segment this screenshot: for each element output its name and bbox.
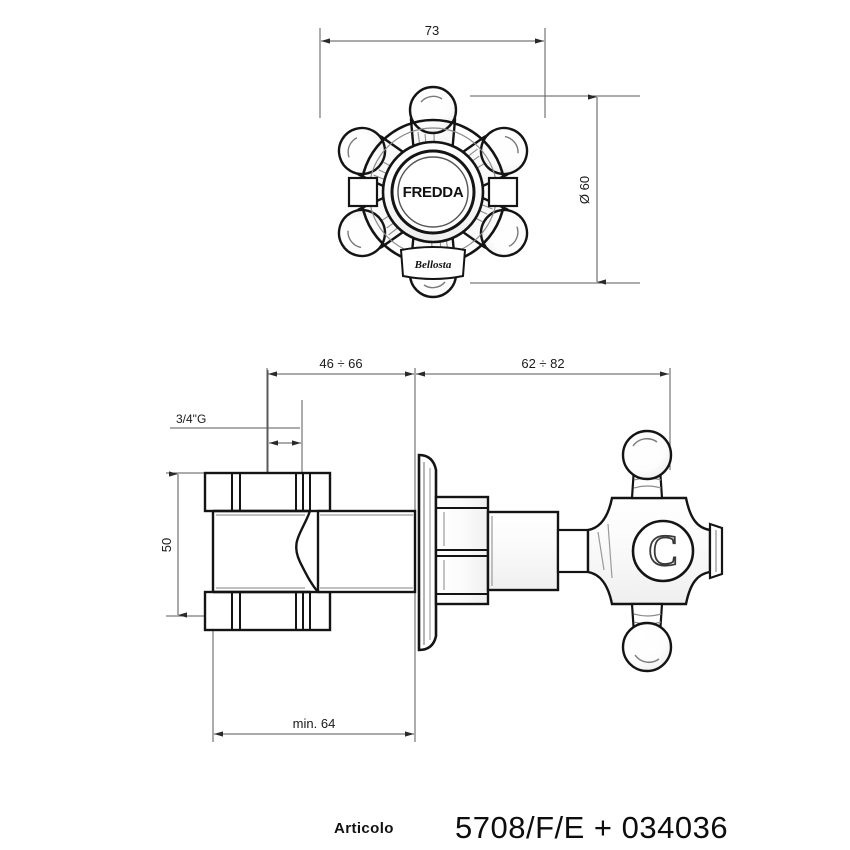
dimension-label-50: 50 (159, 538, 174, 552)
brand-plate: Bellosta (399, 246, 467, 280)
handle-collar-right (487, 176, 519, 208)
valve-taper-profile (295, 510, 319, 593)
valve-barrel (316, 509, 417, 594)
cross-handle-front: FREDDA Bellosta (337, 85, 529, 299)
title-block: Articolo 5708/F/E + 034036 (334, 810, 728, 845)
dimension-thread-callout: 3/4"G (170, 370, 303, 480)
handle-ball-bottom (621, 621, 673, 673)
valve-body-section (203, 471, 417, 632)
dimension-label-73: 73 (425, 23, 439, 38)
index-cap-mark: C (648, 526, 677, 575)
side-view-group: 3/4"G 46 ÷ 66 62 ÷ 82 50 (159, 356, 724, 742)
dimension-label-62-82: 62 ÷ 82 (521, 356, 564, 371)
brand-logo-text: Bellosta (414, 259, 452, 271)
dimension-projection: 62 ÷ 82 (416, 356, 671, 470)
handle-collar-left (347, 176, 379, 208)
top-view-group: 73 Ø 60 (319, 23, 640, 299)
dimension-handle-diameter: Ø 60 (470, 94, 640, 285)
dimension-label-diameter60: Ø 60 (577, 176, 592, 204)
dimension-handle-width: 73 (319, 23, 546, 118)
stem-neck (556, 528, 590, 574)
valve-flange-upper (203, 471, 332, 513)
escutcheon-plate (417, 453, 438, 652)
stem-cylinder (486, 510, 560, 592)
valve-flange-lower (203, 590, 332, 632)
dimension-label-46-66: 46 ÷ 66 (319, 356, 362, 371)
index-cap (631, 519, 695, 583)
dimension-label-thread: 3/4"G (176, 412, 206, 426)
dimension-label-min64: min. 64 (293, 716, 336, 731)
article-code: 5708/F/E + 034036 (455, 810, 728, 845)
handle-hub-inner (397, 156, 469, 228)
stem-housing (434, 495, 590, 606)
side-handle: C (586, 429, 724, 673)
dimension-wall-depth: 46 ÷ 66 (266, 356, 416, 480)
article-label: Articolo (334, 820, 394, 837)
handle-hub-label: FREDDA (403, 184, 464, 201)
